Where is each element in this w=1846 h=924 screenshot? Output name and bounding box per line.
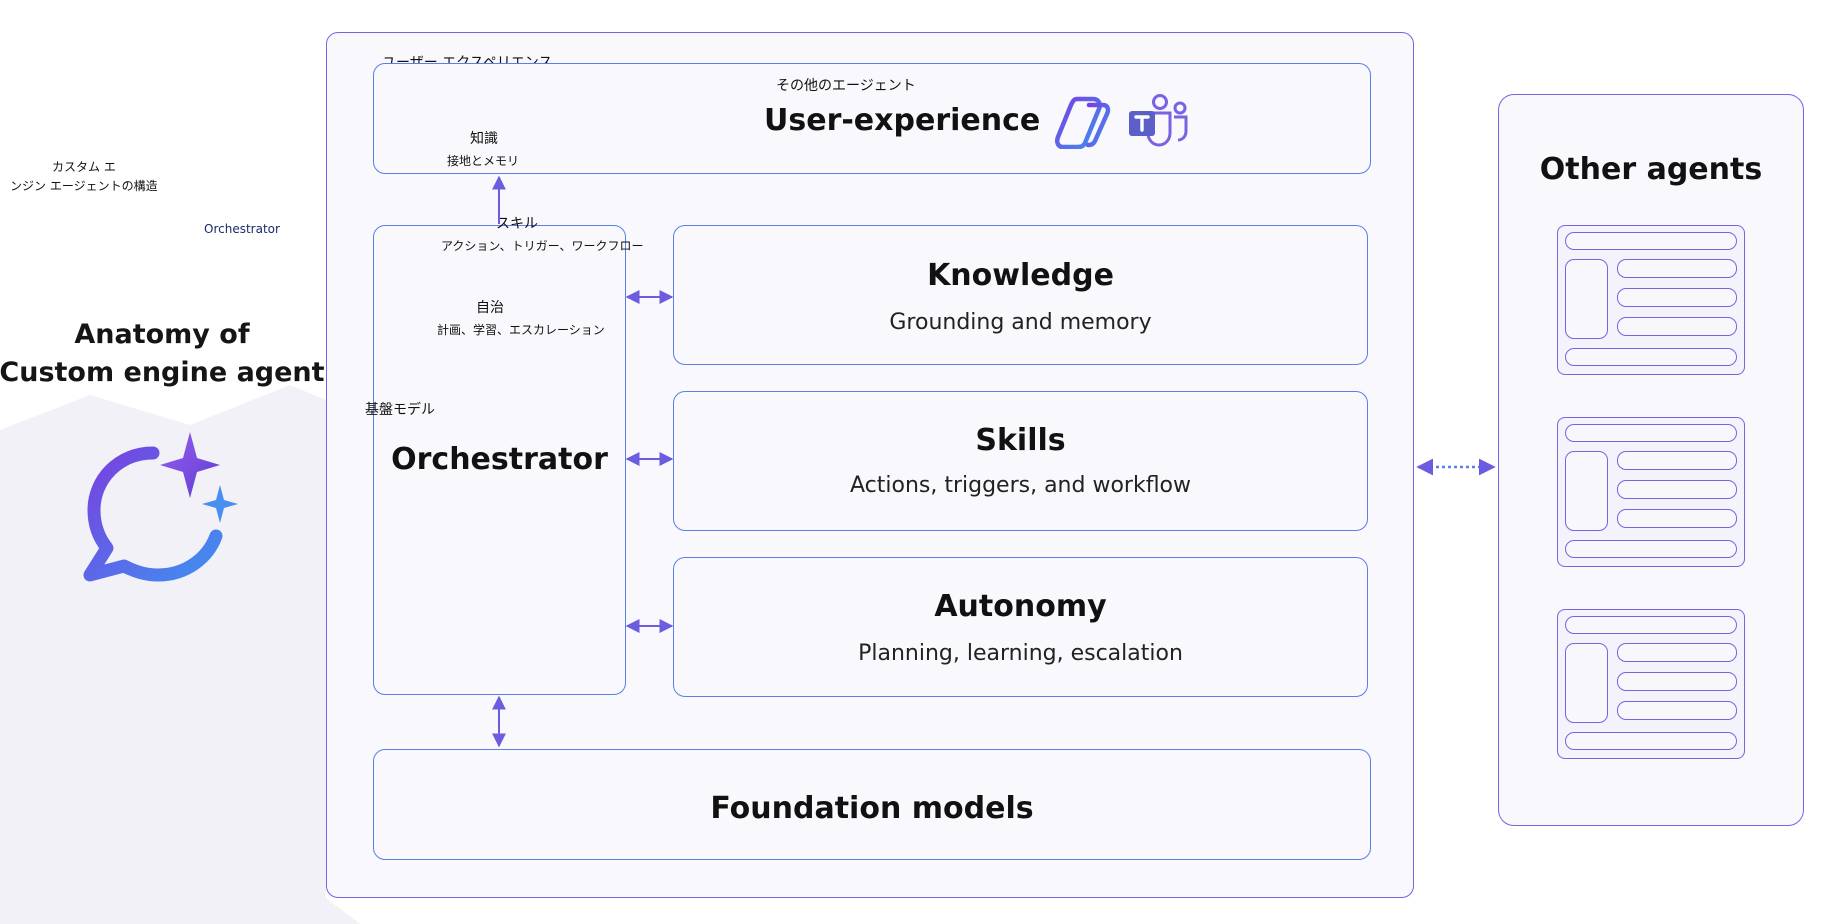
jp-autonomy-label: 自治 xyxy=(476,300,504,316)
agent-card-line xyxy=(1617,451,1737,470)
jp-skills-label: スキル xyxy=(496,216,538,232)
autonomy-box xyxy=(673,557,1368,697)
anatomy-title: Anatomy of Custom engine agent xyxy=(0,316,332,392)
agent-card-avatar-block xyxy=(1565,451,1608,531)
agent-card-line xyxy=(1617,288,1737,307)
orchestrator-small-label: Orchestrator xyxy=(204,222,280,236)
agent-card xyxy=(1557,225,1745,375)
autonomy-subtitle: Planning, learning, escalation xyxy=(858,641,1183,666)
teams-icon xyxy=(1129,94,1188,147)
other-agents-title: Other agents xyxy=(1539,152,1763,187)
agent-card xyxy=(1557,417,1745,567)
skills-title: Skills xyxy=(975,423,1066,458)
orchestrator-box xyxy=(373,225,626,695)
copilot-icon xyxy=(1054,96,1111,149)
agent-chat-sparkle-icon xyxy=(83,432,238,582)
jp-autonomy-sub-label: 計画、学習、エスカレーション xyxy=(437,323,605,337)
agent-card-footer-bar xyxy=(1565,732,1737,750)
agent-card-line xyxy=(1617,672,1737,691)
agent-card-line xyxy=(1617,643,1737,662)
agent-card-line xyxy=(1617,701,1737,720)
agent-card-header-bar xyxy=(1565,616,1737,634)
orchestrator-title: Orchestrator xyxy=(391,442,608,477)
skills-subtitle: Actions, triggers, and workflow xyxy=(849,473,1192,498)
agent-card-avatar-block xyxy=(1565,259,1608,339)
jp-foundation-label: 基盤モデル xyxy=(365,402,435,418)
jp-knowledge-sub-label: 接地とメモリ xyxy=(447,154,520,168)
knowledge-title: Knowledge xyxy=(927,258,1114,293)
autonomy-title: Autonomy xyxy=(934,589,1107,624)
jp-skills-sub-label: アクション、トリガー、ワークフロー xyxy=(441,239,644,253)
agent-card-footer-bar xyxy=(1565,540,1737,558)
agent-card-line xyxy=(1617,509,1737,528)
user-experience-box xyxy=(373,63,1371,174)
agent-card-line xyxy=(1617,480,1737,499)
user-experience-title: User-experience xyxy=(764,103,1041,138)
agent-card-footer-bar xyxy=(1565,348,1737,366)
foundation-models-title: Foundation models xyxy=(710,791,1034,826)
jp-knowledge-label: 知識 xyxy=(470,131,498,147)
agent-card-header-bar xyxy=(1565,424,1737,442)
agent-card-line xyxy=(1617,317,1737,336)
knowledge-subtitle: Grounding and memory xyxy=(889,310,1152,335)
jp-title-line2: ンジン エージェントの構造 xyxy=(10,179,158,193)
knowledge-box xyxy=(673,225,1368,365)
anatomy-title-line2: Custom engine agent xyxy=(0,357,325,388)
agent-card-line xyxy=(1617,259,1737,278)
jp-title-line1: カスタム エ xyxy=(52,160,116,174)
foundation-models-box xyxy=(373,749,1371,860)
skills-box xyxy=(673,391,1368,531)
anatomy-title-line1: Anatomy of xyxy=(74,319,250,350)
agent-card-avatar-block xyxy=(1565,643,1608,723)
agent-card xyxy=(1557,609,1745,759)
jp-other-agents-label: その他のエージェント xyxy=(776,78,916,94)
agent-card-header-bar xyxy=(1565,232,1737,250)
